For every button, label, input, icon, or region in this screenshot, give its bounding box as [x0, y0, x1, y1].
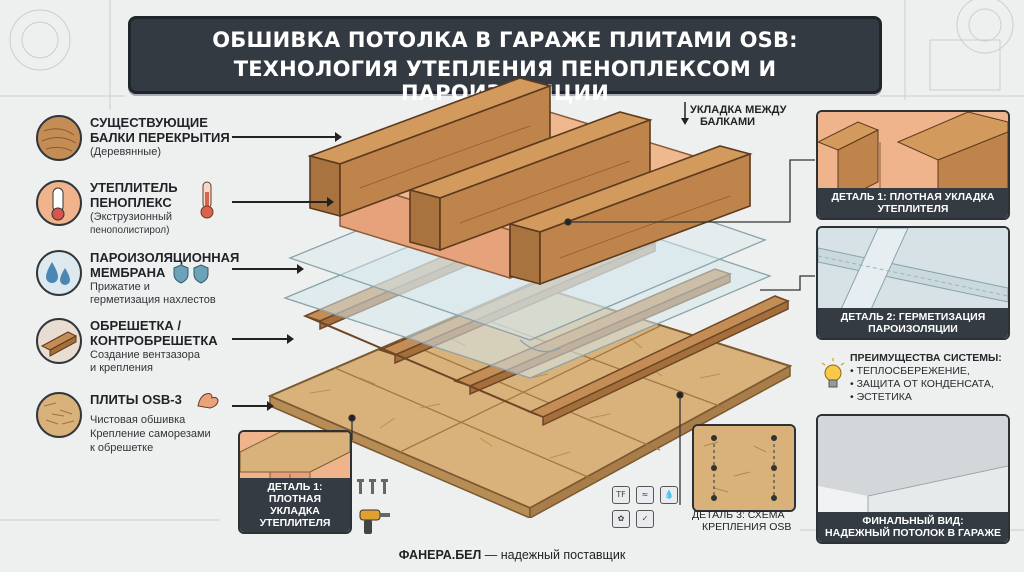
detail-1-bottom-caption-line-2: УКЛАДКА УТЕПЛИТЕЛЯ — [259, 505, 331, 529]
legend-membrane-sub-1: Прижатие и — [90, 281, 150, 293]
legend-foam-sub-2: пенополистирол) — [90, 225, 170, 236]
title-banner: ОБШИВКА ПОТОЛКА В ГАРАЖЕ ПЛИТАМИ OSB: ТЕ… — [128, 16, 882, 105]
thermal-tf-icon: TF — [612, 486, 630, 504]
detail-2-caption-line-2: ПАРОИЗОЛЯЦИИ — [868, 323, 958, 335]
detail-2-caption: ДЕТАЛЬ 2: ГЕРМЕТИЗАЦИЯ ПАРОИЗОЛЯЦИИ — [818, 308, 1008, 338]
note-between-beams-line-2: БАЛКАМИ — [700, 116, 756, 128]
legend-beams-title-2: БАЛКИ ПЕРЕКРЫТИЯ — [90, 130, 230, 145]
lightbulb-icon — [821, 358, 845, 388]
legend-battens-sub-1: Создание вентзазора — [90, 349, 200, 361]
thermometer-icon — [200, 181, 214, 219]
shield-icon — [173, 264, 209, 284]
legend-foam-title-1: УТЕПЛИТЕЛЬ — [90, 180, 178, 195]
legend-membrane-title-2: МЕМБРАНА — [90, 265, 166, 280]
footer-brand: ФАНЕРА.БЕЛ — [398, 548, 482, 562]
ceiling-layers-diagram — [267, 78, 793, 518]
advantage-item: • ЗАЩИТА ОТ КОНДЕНСАТА, — [850, 378, 994, 390]
legend-osb-sub-3: к обрешетке — [90, 442, 154, 454]
screwdriver-drill-icon — [359, 509, 390, 534]
shield-check-icon: ✓ — [636, 510, 654, 528]
final-view-panel: ФИНАЛЬНЫЙ ВИД: НАДЕЖНЫЙ ПОТОЛОК В ГАРАЖЕ — [816, 414, 1010, 544]
final-view-caption: ФИНАЛЬНЫЙ ВИД: НАДЕЖНЫЙ ПОТОЛОК В ГАРАЖЕ — [818, 512, 1008, 542]
screws-icon — [357, 479, 388, 494]
legend-membrane-sub-2: герметизация нахлестов — [90, 294, 216, 306]
detail-1-bottom-caption: ДЕТАЛЬ 1: ПЛОТНАЯ УКЛАДКА УТЕПЛИТЕЛЯ — [240, 478, 350, 532]
wood-beam-icon — [36, 115, 82, 161]
detail-3-image — [694, 426, 794, 510]
arrow-osb — [232, 401, 274, 411]
legend-foam-sub-1: (Экструзионный — [90, 211, 173, 223]
detail-3-panel — [692, 424, 796, 512]
ceiling-beams-layer — [307, 78, 753, 286]
foam-insulation-icon — [36, 180, 82, 226]
legend-osb-sub-1: Чистовая обшивка — [90, 414, 186, 426]
drop-icon: 💧 — [660, 486, 678, 504]
footer-tagline: — надежный поставщик — [481, 548, 626, 562]
batten-icon — [36, 318, 82, 364]
detail-3-caption-line-1: ДЕТАЛЬ 3: СХЕМА — [692, 509, 785, 521]
osb-board-layer — [267, 282, 793, 518]
legend-beams-title-1: СУЩЕСТВУЮЩИЕ — [90, 115, 208, 130]
advantages-title: ПРЕИМУЩЕСТВА СИСТЕМЫ: — [850, 352, 1002, 364]
arrow-beams — [232, 132, 342, 142]
legend-foam-title-2: ПЕНОПЛЕКС — [90, 195, 172, 210]
legend-battens-sub-2: и крепления — [90, 362, 153, 374]
wind-icon: ≈ — [636, 486, 654, 504]
advantage-item: • ЭСТЕТИКА — [850, 391, 912, 403]
arrow-foam — [232, 197, 334, 207]
legend-beams-sub-1: (Деревянные) — [90, 146, 161, 158]
detail-2-caption-line-1: ДЕТАЛЬ 2: ГЕРМЕТИЗАЦИЯ — [840, 311, 986, 323]
leaf-icon: ✿ — [612, 510, 630, 528]
detail-1-top-caption: ДЕТАЛЬ 1: ПЛОТНАЯ УКЛАДКА УТЕПЛИТЕЛЯ — [818, 188, 1008, 218]
final-view-caption-line-1: ФИНАЛЬНЫЙ ВИД: — [862, 515, 964, 527]
detail-1-bottom-caption-line-1: ДЕТАЛЬ 1: ПЛОТНАЯ — [267, 481, 323, 505]
title-line-1: ОБШИВКА ПОТОЛКА В ГАРАЖЕ ПЛИТАМИ OSB: — [212, 28, 798, 52]
arrow-membrane — [232, 264, 304, 274]
legend-osb-sub-2: Крепление саморезами — [90, 428, 211, 440]
down-arrow-icon — [681, 102, 689, 125]
final-view-caption-line-2: НАДЕЖНЫЙ ПОТОЛОК В ГАРАЖЕ — [824, 527, 1002, 539]
legend-osb-title-1: ПЛИТЫ OSB-3 — [90, 392, 182, 407]
detail-3-caption: ДЕТАЛЬ 3: СХЕМА КРЕПЛЕНИЯ OSB — [692, 509, 791, 533]
legend-membrane-title-1: ПАРОИЗОЛЯЦИОННАЯ — [90, 250, 240, 265]
footer: ФАНЕРА.БЕЛ — надежный поставщик — [0, 548, 1024, 562]
osb-board-icon — [36, 392, 82, 438]
note-between-beams-line-1: УКЛАДКА МЕЖДУ — [690, 104, 787, 116]
detail-2-panel: ДЕТАЛЬ 2: ГЕРМЕТИЗАЦИЯ ПАРОИЗОЛЯЦИИ — [816, 226, 1010, 340]
water-drops-icon — [36, 250, 82, 296]
detail-1-top-caption-line-1: ДЕТАЛЬ 1: ПЛОТНАЯ УКЛАДКА — [831, 191, 995, 203]
detail-1-top-panel: ДЕТАЛЬ 1: ПЛОТНАЯ УКЛАДКА УТЕПЛИТЕЛЯ — [816, 110, 1010, 220]
strong-arm-icon — [197, 393, 219, 409]
detail-1-top-caption-line-2: УТЕПЛИТЕЛЯ — [877, 203, 949, 215]
advantage-item: • ТЕПЛОСБЕРЕЖЕНИЕ, — [850, 365, 970, 377]
arrow-battens — [232, 334, 294, 344]
detail-3-caption-line-2: КРЕПЛЕНИЯ OSB — [702, 521, 792, 533]
detail-1-bottom-panel: ДЕТАЛЬ 1: ПЛОТНАЯ УКЛАДКА УТЕПЛИТЕЛЯ — [238, 430, 352, 534]
legend-battens-title-2: КОНТРОБРЕШЕТКА — [90, 333, 218, 348]
note-between-beams: УКЛАДКА МЕЖДУ БАЛКАМИ — [690, 104, 786, 128]
legend-battens-title-1: ОБРЕШЕТКА / — [90, 318, 182, 333]
